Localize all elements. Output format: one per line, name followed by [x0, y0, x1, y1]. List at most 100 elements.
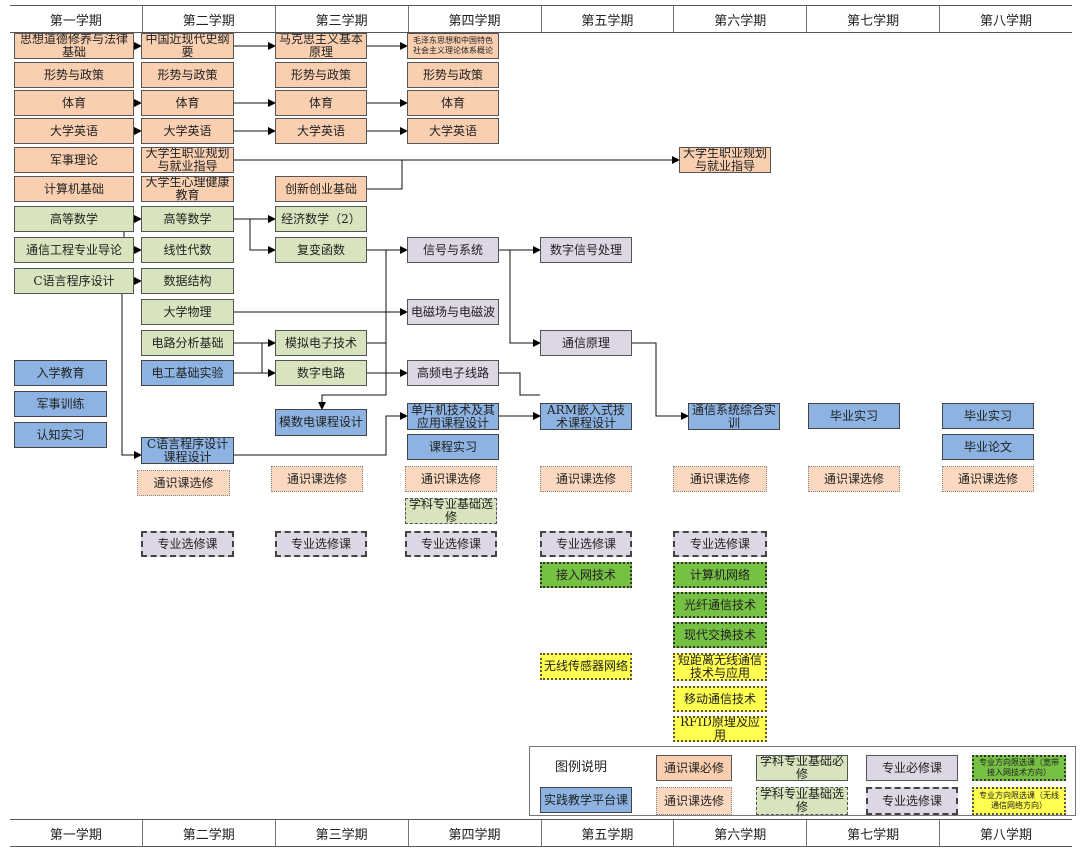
course-box: 体育: [141, 90, 234, 116]
course-box: 数据结构: [141, 268, 234, 294]
course-box: 复变函数: [275, 237, 367, 263]
course-box: 思想道德修养与法律基础: [14, 33, 134, 59]
course-box: 体育: [275, 90, 367, 116]
legend-title: 图例说明: [554, 759, 607, 775]
course-box: 通信工程专业导论: [14, 237, 134, 263]
semester-label: 第五学期: [542, 820, 675, 846]
course-box: 大学物理: [141, 299, 234, 325]
course-box: 通信系统综合实训: [688, 403, 780, 430]
course-box: 电工基础实验: [141, 360, 234, 386]
course-box: 形势与政策: [141, 62, 234, 88]
connector-arrow: [499, 372, 540, 396]
connector-arrow: [509, 250, 541, 347]
legend-major-required: 专业必修课: [866, 755, 958, 781]
course-box: ARM嵌入式技术课程设计: [540, 403, 632, 430]
course-box: 无线传感器网络: [540, 653, 632, 680]
semester-label: 第四学期: [409, 6, 542, 32]
course-box: 高频电子线路: [407, 360, 499, 386]
semester-label: 第一学期: [10, 6, 143, 32]
course-box: 数字信号处理: [540, 237, 632, 263]
connector-arrow: [121, 281, 142, 459]
legend-practice: 实践教学平台课: [540, 787, 632, 813]
course-box: 线性代数: [141, 237, 234, 263]
course-box: 大学英语: [407, 118, 499, 144]
course-box: 模拟电子技术: [275, 330, 367, 356]
course-box: 中国近现代史纲要: [141, 33, 234, 59]
course-box: 毕业实习: [808, 403, 900, 429]
course-box: RFID原理及应用: [673, 716, 767, 742]
course-box: 大学生职业规划与就业指导: [141, 147, 234, 173]
course-box: 专业选修课: [540, 531, 632, 557]
semester-label: 第八学期: [980, 13, 1033, 29]
course-box: 电路分析基础: [141, 330, 234, 356]
course-box: 通识课选修: [137, 470, 230, 496]
course-box: 体育: [407, 90, 499, 116]
course-box: 移动通信技术: [673, 686, 767, 712]
semester-label: 第一学期: [10, 820, 143, 846]
course-box: 计算机基础: [14, 176, 134, 202]
course-box: 毛泽东思想和中国特色社会主义理论体系概论: [407, 33, 499, 59]
course-box: 专业选修课: [405, 531, 497, 557]
legend: 图例说明 通识课必修 学科专业基础必修 专业必修课 专业方向限选课（宽带接入网技…: [529, 746, 1076, 816]
course-box: 课程实习: [407, 434, 499, 460]
connector-arrow: [261, 343, 276, 377]
course-box: 专业选修课: [673, 531, 767, 557]
course-box: 通识课选修: [808, 466, 900, 492]
course-box: 形势与政策: [275, 62, 367, 88]
course-box: 计算机网络: [673, 562, 767, 588]
course-box: 通识课选修: [673, 466, 767, 492]
legend-wireless-track: 专业方向限选课（无线通信网络方向）: [972, 787, 1066, 815]
legend-broadband-track: 专业方向限选课（宽带接入网技术方向）: [972, 755, 1066, 781]
course-box: 大学英语: [14, 118, 134, 144]
semester-label: 第三学期: [276, 820, 409, 846]
semester-label: 第六学期: [674, 6, 808, 32]
course-box: 专业选修课: [141, 531, 234, 557]
course-box: 高等数学: [14, 206, 134, 232]
course-box: 接入网技术: [540, 562, 632, 588]
course-box: 军事理论: [14, 147, 134, 173]
course-box: 模数电课程设计: [275, 409, 367, 436]
course-box: 大学英语: [141, 118, 234, 144]
course-box: 短距离无线通信技术与应用: [673, 653, 767, 681]
semester-header-top: 第一学期 第二学期 第三学期 第四学期 第五学期 第六学期 第七学期 第八学期: [10, 5, 1072, 33]
course-box: 通信原理: [540, 330, 632, 356]
course-box: 通识课选修: [540, 466, 632, 492]
course-box: 单片机技术及其应用课程设计: [407, 403, 499, 430]
course-box: 通识课选修: [271, 466, 363, 492]
semester-label: 第四学期: [409, 820, 542, 846]
course-box: 数字电路: [275, 360, 367, 386]
course-box: 大学生职业规划与就业指导: [679, 147, 771, 173]
course-box: 专业选修课: [275, 531, 367, 557]
course-box: C语言程序设计课程设计: [141, 437, 234, 464]
semester-label: 第七学期: [807, 820, 941, 846]
legend-general-required: 通识课必修: [656, 755, 732, 781]
connector-arrow: [249, 219, 276, 254]
semester-label: 第二学期: [143, 6, 276, 32]
course-box: 现代交换技术: [673, 622, 767, 648]
semester-label: 第二学期: [143, 820, 276, 846]
course-box: 毕业论文: [942, 434, 1034, 460]
course-box: 信号与系统: [407, 237, 499, 263]
connector-arrow: [632, 342, 689, 420]
semester-label: 第三学期: [276, 6, 409, 32]
course-box: 形势与政策: [14, 62, 134, 88]
course-box: 入学教育: [14, 360, 107, 386]
course-box: 光纤通信技术: [673, 592, 767, 618]
course-box: 经济数学（2）: [275, 206, 367, 232]
legend-general-elective: 通识课选修: [656, 787, 732, 815]
semester-label: 第五学期: [542, 6, 675, 32]
course-box: 电磁场与电磁波: [407, 299, 499, 325]
course-box: 通识课选修: [942, 466, 1034, 492]
semester-label: 第七学期: [807, 6, 941, 32]
course-box: 马克思主义基本原理: [275, 33, 367, 59]
semester-label: 第八学期: [980, 827, 1033, 843]
course-box: 认知实习: [14, 422, 107, 448]
course-box: 创新创业基础: [275, 176, 367, 202]
connector-arrow: [234, 412, 408, 456]
course-box: 高等数学: [141, 206, 234, 232]
semester-label: 第六学期: [674, 820, 808, 846]
course-box: 形势与政策: [407, 62, 499, 88]
course-box: 毕业实习: [942, 403, 1034, 429]
course-box: 通识课选修: [405, 466, 497, 492]
